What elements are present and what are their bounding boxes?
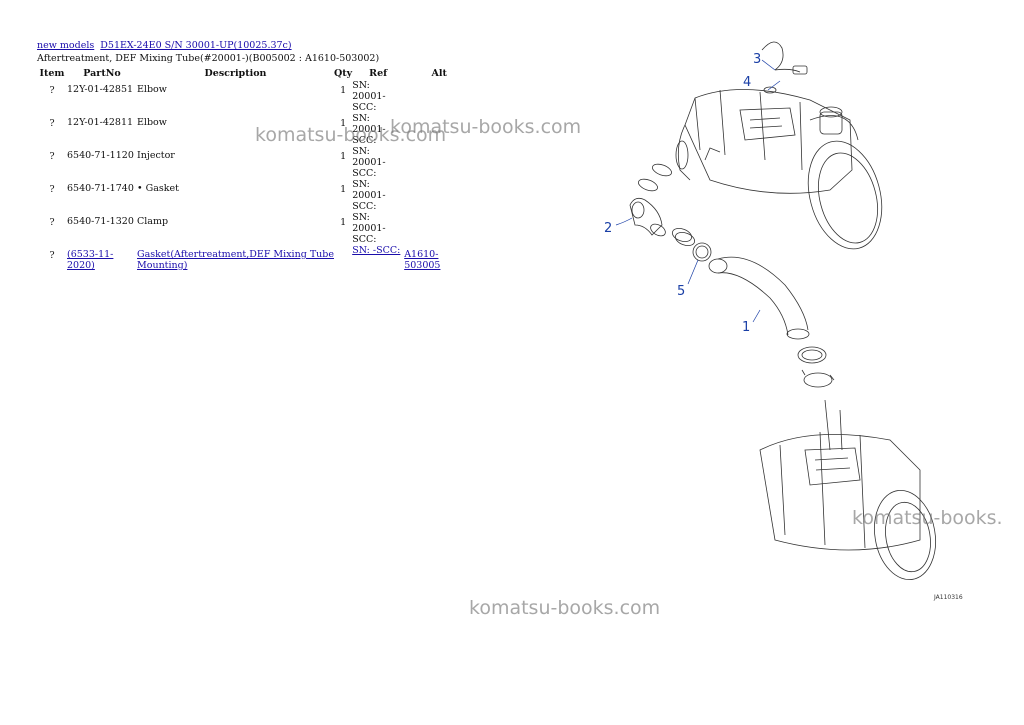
cell-ref: SN: 20001-SCC: bbox=[352, 113, 386, 146]
table-header-row: Item PartNo Description Qty Ref Alt bbox=[37, 66, 474, 80]
breadcrumb: new models D51EX-24E0 S/N 30001-UP(10025… bbox=[37, 40, 295, 51]
cell-item: ? bbox=[49, 250, 55, 261]
callout-3: 3 bbox=[753, 52, 761, 67]
cell-qty: 1 bbox=[340, 118, 347, 129]
cell-alt bbox=[404, 179, 474, 212]
cell-description: Elbow bbox=[137, 84, 167, 95]
col-description: Description bbox=[204, 67, 267, 79]
col-ref: Ref bbox=[369, 67, 388, 79]
cell-item: ? bbox=[49, 217, 55, 228]
upper-aftertreatment-unit bbox=[675, 89, 883, 250]
table-row: ? 6540-71-1120 Injector 1 SN: 20001-SCC: bbox=[37, 146, 474, 179]
lower-aftertreatment-unit bbox=[759, 399, 936, 581]
cell-description: Clamp bbox=[137, 216, 169, 227]
cell-description: Injector bbox=[137, 150, 175, 161]
cell-qty: 1 bbox=[340, 151, 347, 162]
description-link[interactable]: Gasket(Aftertreatment,DEF Mixing Tube Mo… bbox=[137, 249, 334, 271]
cell-partno: 12Y-01-42811 bbox=[67, 117, 134, 128]
cell-alt bbox=[404, 212, 474, 245]
cell-qty: 1 bbox=[340, 85, 347, 96]
cell-description: Elbow bbox=[137, 117, 167, 128]
col-item: Item bbox=[39, 67, 65, 79]
cell-description: • Gasket bbox=[137, 183, 179, 194]
ref-link[interactable]: SN: -SCC: bbox=[352, 245, 401, 256]
cell-partno: 6540-71-1320 bbox=[67, 216, 134, 227]
col-alt: Alt bbox=[431, 67, 447, 79]
cell-qty bbox=[334, 245, 352, 276]
cell-partno: 6540-71-1740 bbox=[67, 183, 134, 194]
callout-1: 1 bbox=[742, 320, 750, 335]
cell-ref: SN: 20001-SCC: bbox=[352, 179, 386, 212]
cell-item: ? bbox=[49, 151, 55, 162]
callout-2: 2 bbox=[604, 221, 612, 236]
watermark: komatsu-books.com bbox=[390, 116, 582, 138]
leader-lines bbox=[615, 59, 781, 323]
table-row: ? (6533-11-2020) Gasket(Aftertreatment,D… bbox=[37, 245, 474, 276]
callout-5: 5 bbox=[677, 284, 685, 299]
breadcrumb-link-model[interactable]: D51EX-24E0 S/N 30001-UP(10025.37c) bbox=[100, 40, 292, 51]
parts-table: Item PartNo Description Qty Ref Alt ? 12… bbox=[37, 66, 474, 276]
col-partno: PartNo bbox=[83, 67, 121, 79]
cell-item: ? bbox=[49, 118, 55, 129]
cell-alt bbox=[404, 146, 474, 179]
page-title: Aftertreatment, DEF Mixing Tube(#20001-)… bbox=[37, 53, 380, 64]
cell-item: ? bbox=[49, 85, 55, 96]
watermark: komatsu-books.com bbox=[469, 597, 661, 619]
breadcrumb-link-new-models[interactable]: new models bbox=[37, 40, 95, 51]
watermark: komatsu-books. bbox=[852, 507, 1003, 529]
cell-alt bbox=[404, 80, 474, 113]
watermark: komatsu-books.com bbox=[255, 124, 447, 146]
alt-link[interactable]: A1610-503005 bbox=[404, 249, 441, 271]
table-row: ? 6540-71-1320 Clamp 1 SN: 20001-SCC: bbox=[37, 212, 474, 245]
cell-ref: SN: 20001-SCC: bbox=[352, 212, 386, 245]
drawing-code: JA110316 bbox=[933, 594, 963, 601]
table-row: ? 12Y-01-42811 Elbow 1 SN: 20001-SCC: bbox=[37, 113, 474, 146]
callout-4: 4 bbox=[743, 75, 751, 90]
sensor-harness bbox=[761, 41, 808, 94]
cell-qty: 1 bbox=[340, 184, 347, 195]
cell-item: ? bbox=[49, 184, 55, 195]
table-row: ? 6540-71-1740 • Gasket 1 SN: 20001-SCC: bbox=[37, 179, 474, 212]
cell-partno: 6540-71-1120 bbox=[67, 150, 134, 161]
elbow-part bbox=[629, 163, 712, 262]
def-mixing-tube bbox=[708, 256, 835, 388]
cell-partno: 12Y-01-42851 bbox=[67, 84, 134, 95]
table-row: ? 12Y-01-42851 Elbow 1 SN: 20001-SCC: bbox=[37, 80, 474, 113]
partno-link[interactable]: (6533-11-2020) bbox=[67, 249, 114, 271]
parts-diagram: 3 4 2 5 1 JA110316 bbox=[604, 41, 963, 601]
col-qty: Qty bbox=[334, 67, 353, 79]
cell-qty: 1 bbox=[340, 217, 347, 228]
cell-ref: SN: 20001-SCC: bbox=[352, 146, 386, 179]
cell-ref: SN: 20001-SCC: bbox=[352, 80, 386, 113]
